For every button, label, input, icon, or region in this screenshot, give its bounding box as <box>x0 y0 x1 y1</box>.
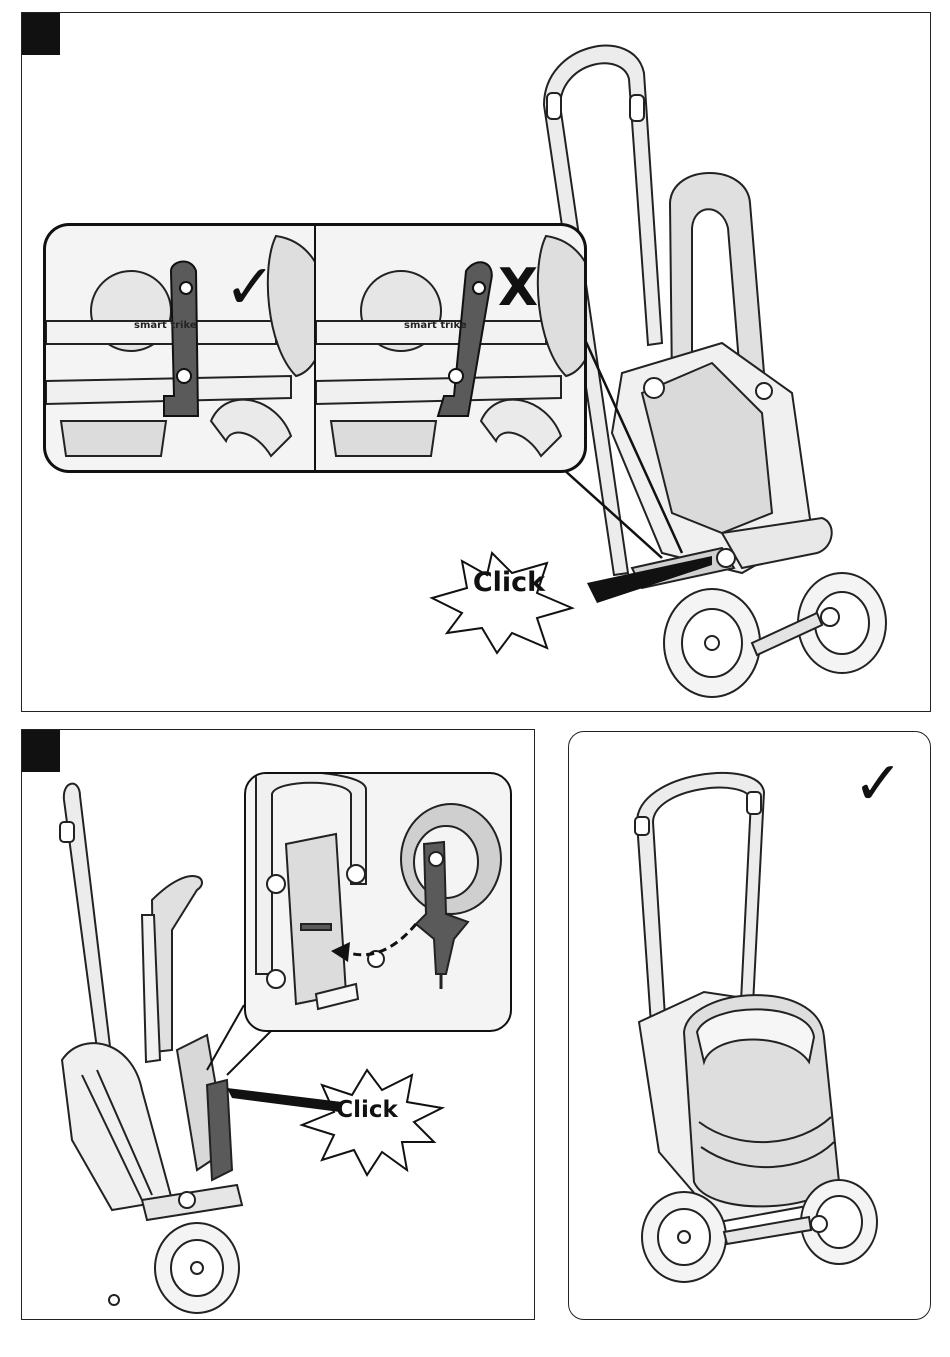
brand-label: smart trike <box>134 320 197 331</box>
brand-label: smart trike <box>404 320 467 331</box>
check-mark-icon: ✓ <box>224 256 276 318</box>
click-label: Click <box>336 1097 398 1123</box>
check-mark-icon: ✓ <box>853 754 903 814</box>
click-burst <box>227 1070 442 1175</box>
inset-wheel-attach-detail <box>244 772 512 1032</box>
fully-folded-tricycle-illustration <box>569 732 932 1321</box>
inset-incorrect-latch: smart trike X <box>314 223 587 473</box>
inset-correct-latch: smart trike ✓ <box>43 223 316 473</box>
step-panel-bottom-right: ✓ <box>568 731 931 1320</box>
step-panel-bottom-left: Click <box>21 729 535 1320</box>
cross-mark-icon: X <box>498 262 538 314</box>
step-panel-top: Click smart trike ✓ <box>21 12 931 712</box>
